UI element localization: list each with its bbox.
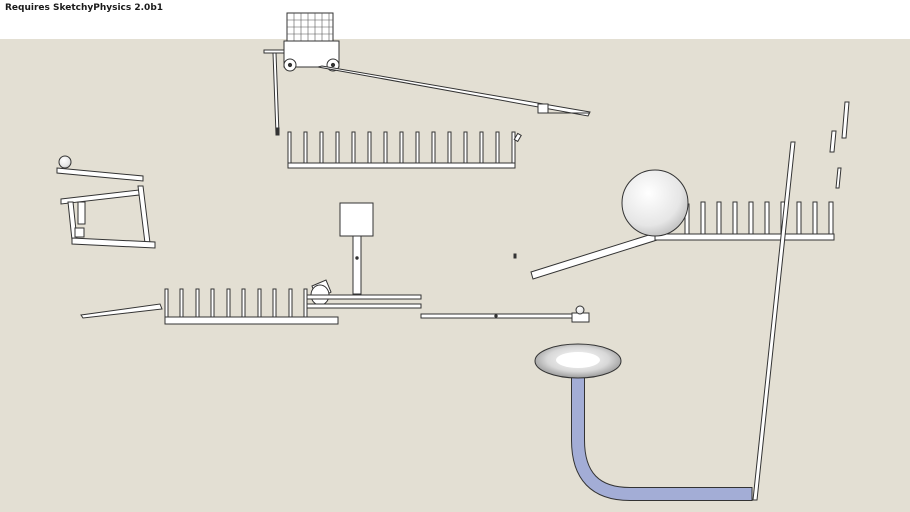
- sky-background: [0, 0, 910, 39]
- big-ball[interactable]: [621, 169, 689, 237]
- domino-row-bottom-left[interactable]: [80, 288, 339, 325]
- model-title: Requires SketchyPhysics 2.0b1: [5, 3, 164, 13]
- domino-row-top[interactable]: [287, 131, 522, 169]
- lever-post[interactable]: [263, 49, 285, 136]
- small-pin: [513, 253, 517, 259]
- cart-with-crate[interactable]: [283, 12, 340, 72]
- sign-post[interactable]: [306, 202, 422, 309]
- domino-row-right[interactable]: [684, 201, 834, 235]
- ramp-right[interactable]: [530, 232, 835, 280]
- funnel-tube[interactable]: [534, 343, 753, 501]
- plank-with-ball[interactable]: [420, 305, 590, 323]
- long-rod[interactable]: [752, 141, 796, 501]
- ball-launcher-frame[interactable]: [56, 155, 156, 249]
- floating-sticks[interactable]: [829, 101, 850, 189]
- cart-ramp[interactable]: [317, 65, 591, 117]
- cylinder-roller[interactable]: [310, 279, 332, 306]
